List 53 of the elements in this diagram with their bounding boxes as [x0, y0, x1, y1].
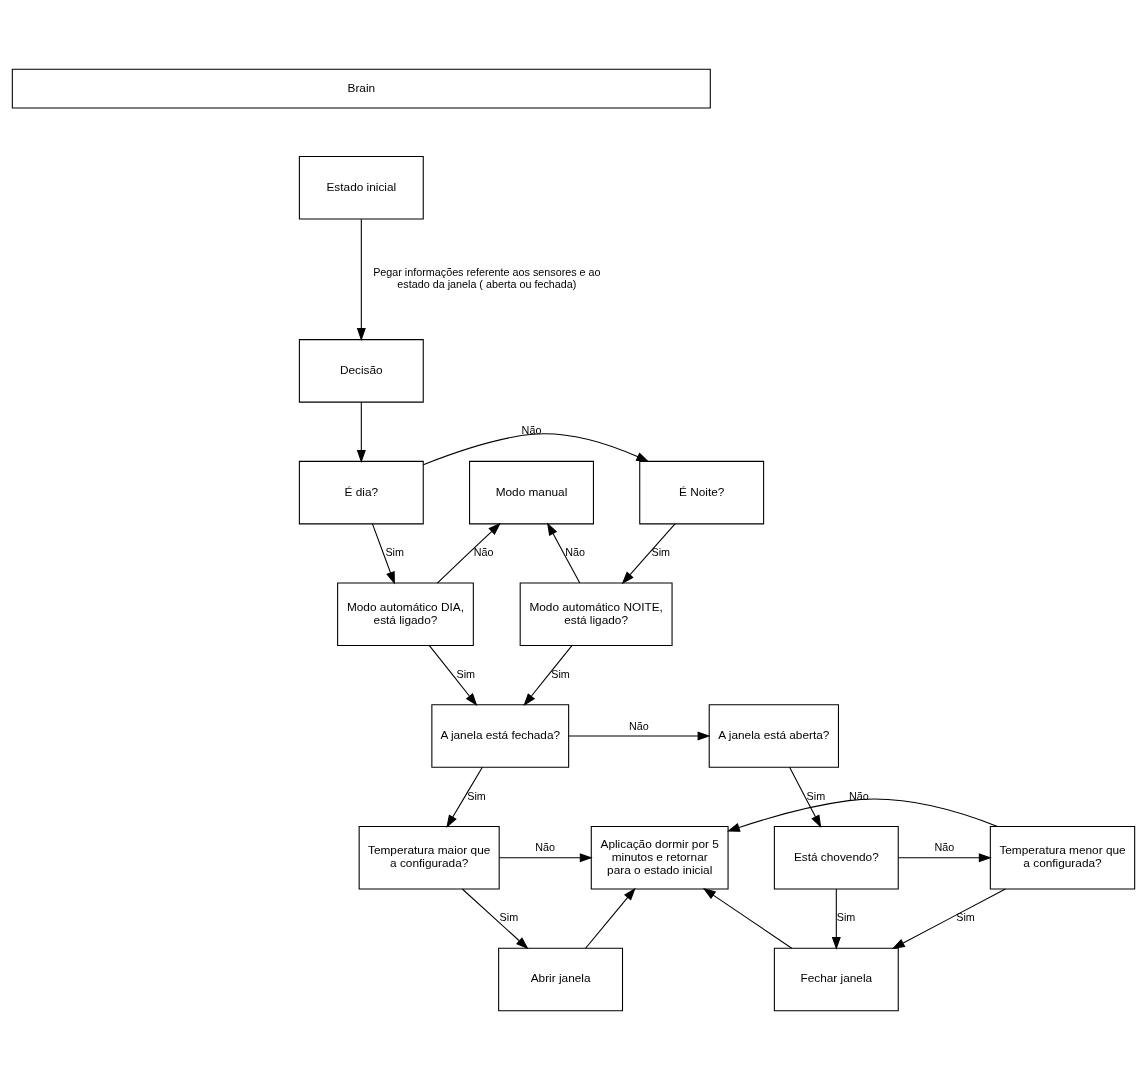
edge-label: Sim	[651, 546, 671, 559]
arrow	[621, 523, 676, 585]
arrow	[726, 798, 998, 832]
edge-label: Pegar informações referente aos sensores e ao estado da janela ( aberta ou fechada)	[373, 266, 601, 290]
node-box: A janela está fechada?	[431, 704, 570, 768]
arrow	[789, 766, 822, 828]
node-box: É Noite?	[639, 460, 765, 525]
edge-label: Não	[934, 841, 955, 854]
arrow	[422, 433, 650, 466]
edge-label: Não	[473, 546, 494, 559]
node-box: Modo automático DIA, está ligado?	[337, 582, 474, 647]
node-box: Temperatura menor que a configurada?	[989, 825, 1136, 890]
arrow	[831, 888, 841, 950]
arrow	[436, 522, 501, 584]
node-box: Decisão	[298, 339, 424, 403]
edge-label: Não	[629, 719, 649, 732]
arrow	[585, 887, 636, 949]
edge-label: Sim	[806, 789, 826, 802]
arrow	[568, 731, 711, 741]
node-box: Temperatura maior que a configurada?	[358, 825, 500, 890]
arrow	[523, 645, 573, 707]
node-box: Está chovendo?	[773, 825, 899, 890]
arrow	[461, 888, 529, 950]
edge-label: Sim	[956, 911, 975, 924]
edge-label: Sim	[456, 667, 476, 680]
node-box: Modo automático NOITE, está ligado?	[519, 582, 673, 647]
node-box: É dia?	[298, 460, 424, 525]
edge-label: Não	[521, 424, 542, 437]
node-box: Estado inicial	[298, 156, 424, 220]
node-box: Aplicação dormir por 5 minutos e retornar para o estado inicial	[590, 825, 729, 890]
arrow	[547, 522, 581, 584]
arrow	[356, 218, 366, 342]
arrow	[702, 888, 793, 949]
arrow	[356, 401, 366, 463]
edge-label: Não	[565, 546, 585, 559]
edge-label: Sim	[467, 789, 486, 802]
edge-label: Sim	[836, 911, 856, 924]
edge-label: Sim	[551, 667, 570, 680]
edge-label: Não	[849, 789, 869, 802]
node-box: A janela está aberta?	[708, 704, 839, 768]
edge-label: Não	[535, 841, 556, 854]
node-box: Abrir janela	[498, 947, 624, 1012]
arrow	[371, 523, 395, 585]
edge-label: Sim	[385, 546, 404, 559]
node-box: Brain	[11, 68, 711, 109]
arrow	[891, 888, 1006, 949]
node-box: Modo manual	[469, 460, 594, 525]
arrow	[428, 645, 478, 707]
arrow	[446, 766, 483, 828]
arrow	[498, 853, 593, 863]
arrow	[897, 853, 992, 863]
node-box: Fechar janela	[773, 947, 899, 1012]
edge-label: Sim	[499, 911, 519, 924]
